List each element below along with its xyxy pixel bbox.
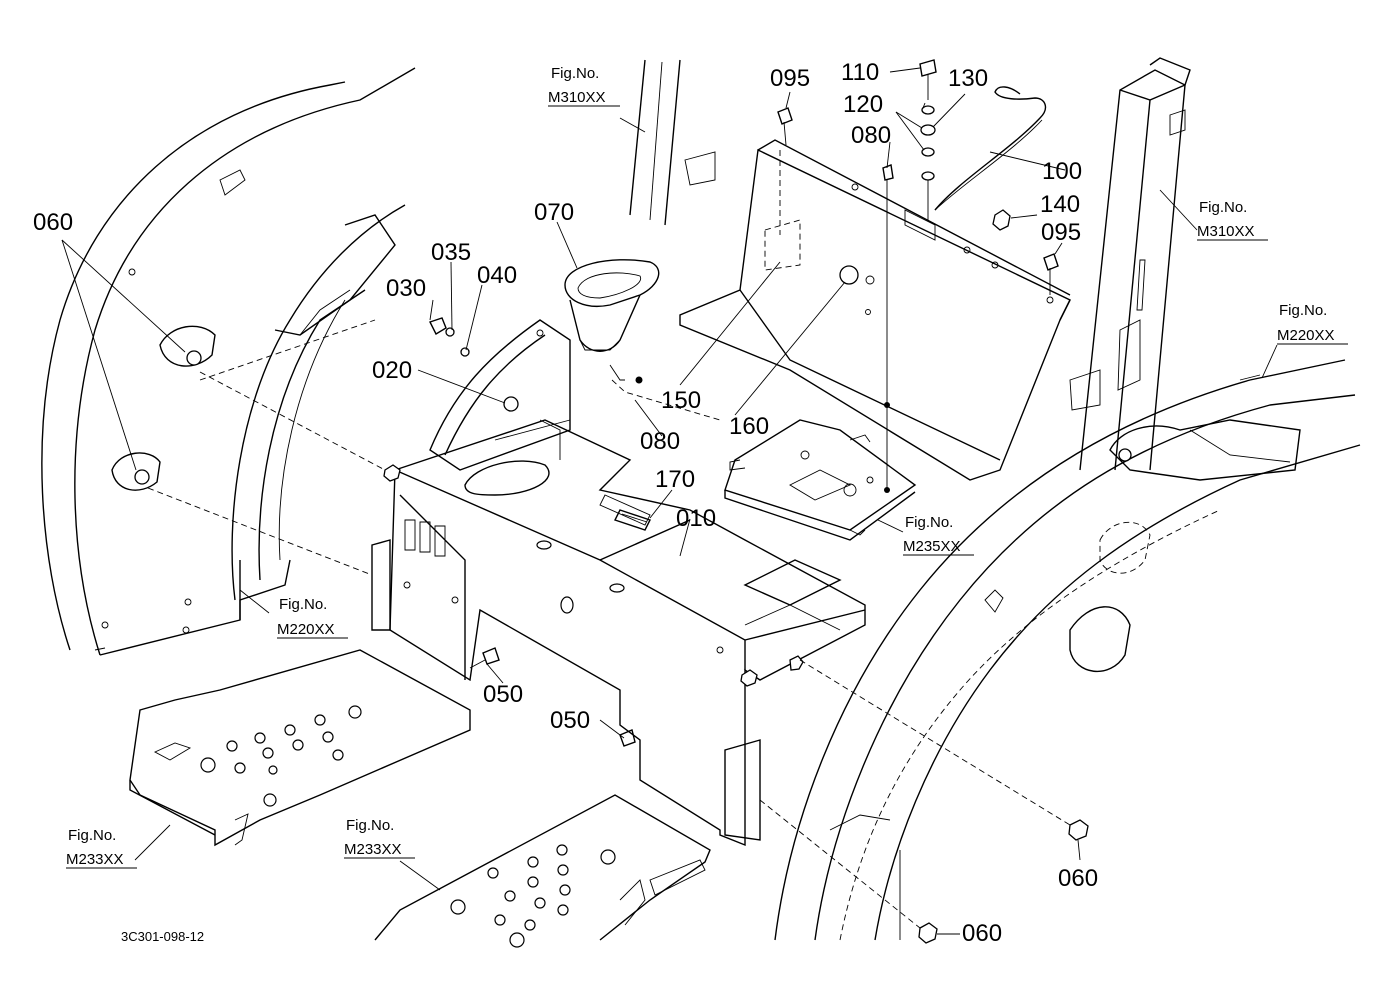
callout-060-c: 060 bbox=[962, 920, 1002, 947]
callout-010: 010 bbox=[676, 505, 716, 532]
svg-text:M233XX: M233XX bbox=[66, 851, 124, 868]
callout-070: 070 bbox=[534, 199, 574, 226]
svg-text:Fig.No.: Fig.No. bbox=[1279, 302, 1327, 319]
side-cover bbox=[429, 319, 571, 496]
callout-140: 140 bbox=[1040, 191, 1080, 218]
svg-text:M235XX: M235XX bbox=[903, 538, 961, 555]
callout-095-b: 095 bbox=[1041, 219, 1081, 246]
callout-050-b: 050 bbox=[550, 707, 590, 734]
callout-050-a: 050 bbox=[483, 681, 523, 708]
step-plate-right bbox=[374, 794, 711, 948]
callout-150: 150 bbox=[661, 387, 701, 414]
reference-lines bbox=[147, 150, 1071, 929]
callout-080: 080 bbox=[640, 428, 680, 455]
fig-ref-m233xx-left: Fig.No. M233XX bbox=[66, 827, 137, 869]
callout-160: 160 bbox=[729, 413, 769, 440]
callout-060-b: 060 bbox=[1058, 865, 1098, 892]
main-frame bbox=[371, 419, 866, 847]
callout-030: 030 bbox=[386, 275, 426, 302]
callout-110: 110 bbox=[841, 59, 879, 86]
fig-ref-m310xx-right: Fig.No. M310XX bbox=[1197, 199, 1268, 241]
svg-text:M310XX: M310XX bbox=[548, 89, 606, 106]
callout-095-a: 095 bbox=[770, 65, 810, 92]
callout-040: 040 bbox=[477, 262, 517, 289]
callout-170: 170 bbox=[655, 466, 695, 493]
left-fender bbox=[41, 67, 416, 656]
leader-lines bbox=[61, 67, 1081, 935]
svg-text:M220XX: M220XX bbox=[277, 621, 335, 638]
svg-text:Fig.No.: Fig.No. bbox=[346, 817, 394, 834]
figure-reference-leaders bbox=[134, 117, 1278, 891]
right-fender bbox=[774, 359, 1361, 941]
callout-120: 120 bbox=[843, 91, 883, 118]
rops-post bbox=[1069, 57, 1191, 471]
svg-text:M233XX: M233XX bbox=[344, 841, 402, 858]
step-plate-left bbox=[129, 649, 471, 847]
part-callouts: 060 030 035 040 020 070 095 110 130 120 … bbox=[33, 59, 1098, 947]
svg-text:Fig.No.: Fig.No. bbox=[905, 514, 953, 531]
fig-ref-m235xx: Fig.No. M235XX bbox=[903, 514, 974, 556]
svg-text:Fig.No.: Fig.No. bbox=[551, 65, 599, 82]
drawing-number: 3C301-098-12 bbox=[121, 929, 204, 944]
fig-ref-m233xx-right: Fig.No. M233XX bbox=[344, 817, 415, 859]
callout-060-a: 060 bbox=[33, 209, 73, 236]
svg-text:M220XX: M220XX bbox=[1277, 327, 1335, 344]
svg-text:Fig.No.: Fig.No. bbox=[279, 596, 327, 613]
fig-ref-m220xx-left: Fig.No. M220XX bbox=[277, 596, 348, 639]
figure-references: Fig.No. M310XX Fig.No. M310XX Fig.No. M2… bbox=[66, 65, 1348, 869]
seat-panel bbox=[679, 139, 1071, 481]
callout-130: 130 bbox=[948, 65, 988, 92]
seat-bracket bbox=[724, 419, 917, 541]
cup-holder bbox=[564, 259, 660, 381]
callout-090: 080 bbox=[851, 122, 891, 149]
hardware bbox=[383, 59, 1089, 944]
left-rops-post bbox=[629, 59, 716, 226]
svg-text:Fig.No.: Fig.No. bbox=[68, 827, 116, 844]
callout-100: 100 bbox=[1042, 158, 1082, 185]
callout-035: 035 bbox=[431, 239, 471, 266]
pad-170 bbox=[614, 509, 651, 531]
svg-text:Fig.No.: Fig.No. bbox=[1199, 199, 1247, 216]
fig-ref-m220xx-right: Fig.No. M220XX bbox=[1277, 302, 1348, 345]
svg-text:M310XX: M310XX bbox=[1197, 223, 1255, 240]
fig-ref-m310xx-left: Fig.No. M310XX bbox=[548, 65, 620, 107]
callout-020: 020 bbox=[372, 357, 412, 384]
